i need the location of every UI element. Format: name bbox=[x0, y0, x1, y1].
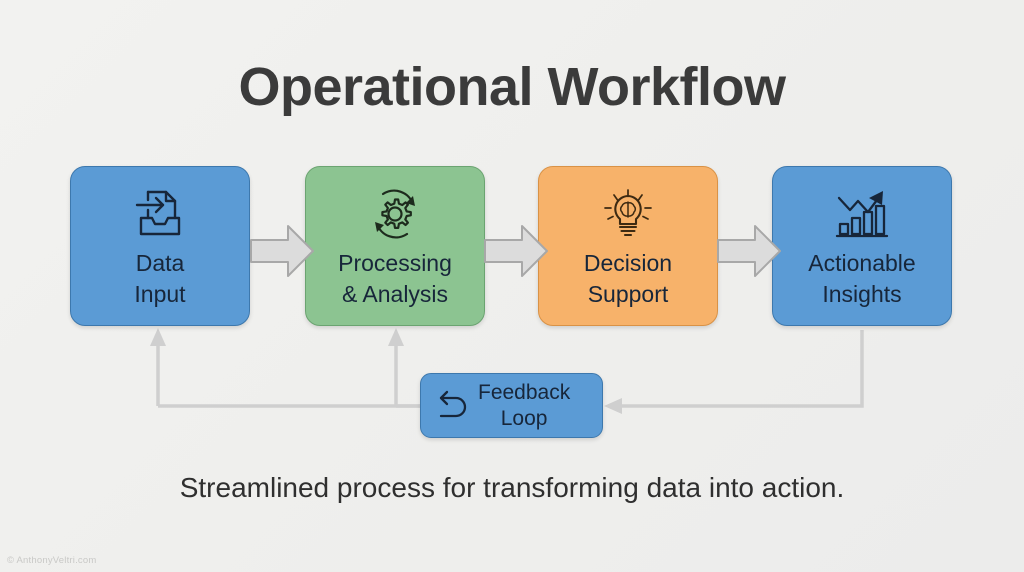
stage-data-input[interactable]: Data Input bbox=[70, 166, 250, 326]
stage-label: Decision Support bbox=[583, 250, 673, 307]
stage-actionable-insights[interactable]: Actionable Insights bbox=[772, 166, 952, 326]
stage-processing-analysis[interactable]: Processing & Analysis bbox=[305, 166, 485, 326]
arrowhead-to-data-input bbox=[150, 328, 166, 346]
stage-label: Data Input bbox=[134, 250, 186, 307]
stage-decision-support[interactable]: Decision Support bbox=[538, 166, 718, 326]
watermark: © AnthonyVeltri.com bbox=[7, 555, 97, 566]
feedback-loop-label: Feedback Loop bbox=[478, 380, 571, 430]
page-title: Operational Workflow bbox=[238, 57, 786, 117]
arrow-data-to-processing bbox=[250, 222, 314, 280]
arrow-processing-to-decision bbox=[484, 222, 548, 280]
gear-refresh-icon bbox=[366, 186, 424, 242]
stage-label: Processing & Analysis bbox=[338, 250, 452, 307]
document-import-icon bbox=[131, 186, 189, 242]
stage-label: Actionable Insights bbox=[808, 250, 916, 307]
caption: Streamlined process for transforming dat… bbox=[179, 472, 845, 503]
arrowhead-to-feedback bbox=[604, 398, 622, 414]
return-loop-icon bbox=[434, 389, 474, 423]
feedback-loop-box[interactable]: Feedback Loop bbox=[420, 373, 603, 438]
lightbulb-brain-icon bbox=[599, 186, 657, 242]
bar-chart-trend-icon bbox=[833, 186, 891, 242]
arrowhead-to-processing bbox=[388, 328, 404, 346]
arrow-decision-to-insights bbox=[717, 222, 781, 280]
